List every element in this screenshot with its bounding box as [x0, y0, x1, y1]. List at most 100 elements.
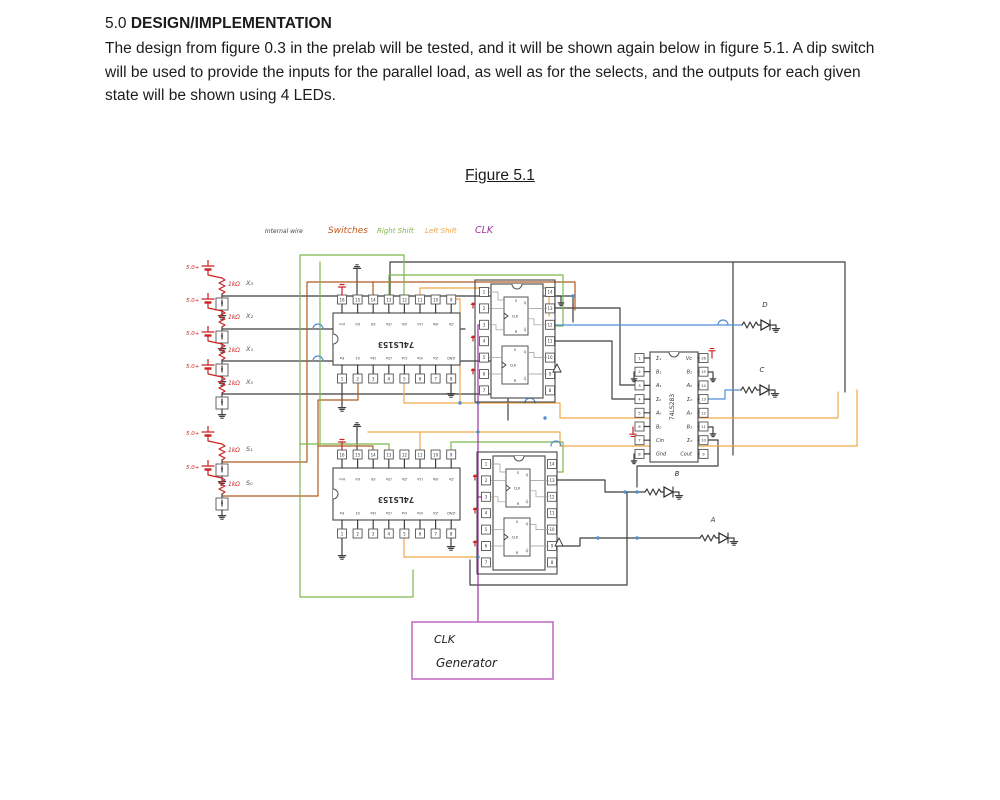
pin-number: 2 — [638, 369, 641, 374]
signal-label: X₂ — [245, 312, 253, 320]
legend-item-0: Internal wire — [265, 228, 303, 235]
pin-number: 4 — [388, 532, 391, 537]
section-heading: 5.0 DESIGN/IMPLEMENTATION — [105, 12, 897, 35]
clk-box-line2: Generator — [436, 656, 498, 670]
pin-number: 9 — [551, 544, 554, 549]
pin-box — [383, 528, 394, 539]
pin-label: A₃ — [686, 411, 692, 417]
pin-box — [399, 449, 410, 460]
arrow-symbol — [554, 536, 564, 547]
pin-label: A₀ — [655, 411, 661, 417]
pin-box — [446, 449, 457, 460]
pin-number: 14 — [547, 290, 553, 295]
legend-item-2: Right Shift — [377, 227, 414, 235]
pin-number: 15 — [355, 453, 361, 458]
wire-junction — [635, 536, 639, 540]
pin-number: 2 — [356, 377, 359, 382]
pin-number: 6 — [483, 372, 486, 377]
wire-junction — [635, 490, 639, 494]
pin-number: 8 — [450, 532, 453, 537]
q-label: Q — [526, 522, 529, 526]
pin-number: 8 — [549, 388, 552, 393]
pin-box — [415, 294, 425, 305]
chip-label: 74LS283 — [669, 394, 676, 420]
led-B: B — [644, 470, 684, 500]
resistor-label: 1kΩ — [228, 314, 240, 321]
pin-number: 14 — [371, 453, 377, 458]
clk-wedge — [503, 533, 509, 541]
pin-number: 5 — [485, 527, 488, 532]
pin-number: 1 — [485, 462, 488, 467]
pin-label: A₂ — [686, 383, 692, 389]
pin-label: Cout — [680, 452, 693, 458]
pin-number: 13 — [549, 478, 555, 483]
pin-number: 12 — [549, 494, 555, 499]
chip-label: 74LS153 — [378, 340, 414, 349]
clk-label: CLK — [514, 487, 521, 491]
pin-label: I2a — [386, 356, 392, 360]
clk-label: CLK — [512, 536, 519, 540]
wire-junction — [476, 430, 480, 434]
pin-box — [446, 373, 457, 384]
chip-mux2: 16Vcc1Ea15Eb2S114S03I3a13I3b4I2a12I2b5I1… — [332, 449, 461, 539]
pin-number: 1 — [341, 532, 344, 537]
pin-number: 7 — [434, 377, 437, 382]
pin-number: 3 — [485, 494, 488, 499]
legend-item-1: Switches — [328, 226, 368, 236]
resistor-label: 1kΩ — [228, 347, 240, 354]
pin-label: Σ₃ — [687, 438, 692, 444]
section-title: DESIGN/IMPLEMENTATION — [130, 15, 332, 32]
diode — [718, 531, 730, 545]
resistor-label: 1kΩ — [228, 447, 240, 454]
diode — [759, 383, 771, 397]
pin-box — [446, 528, 457, 539]
pin-label: Vcc — [339, 477, 345, 481]
pin-number: 8 — [638, 451, 641, 456]
pin-number: 9 — [702, 451, 705, 456]
clk-wedge — [503, 312, 509, 320]
pin-label: I1a — [402, 511, 408, 515]
pin-number: 11 — [549, 511, 555, 516]
pin-box — [415, 373, 425, 384]
pin-box — [383, 373, 394, 384]
pin-number: 3 — [372, 532, 375, 537]
resistor-label: 1kΩ — [228, 380, 240, 387]
pin-number: 16 — [701, 356, 706, 361]
pin-number: 5 — [403, 377, 406, 382]
pin-number: 2 — [483, 306, 486, 311]
pin-number: 7 — [434, 532, 437, 537]
qn-label: Q̄ — [524, 376, 527, 381]
pin-number: 1 — [638, 356, 641, 361]
pin-label: B₁ — [656, 370, 661, 376]
signal-label: X₁ — [245, 345, 253, 353]
document-text: 5.0 DESIGN/IMPLEMENTATION The design fro… — [105, 12, 897, 107]
pin-number: 13 — [386, 298, 392, 303]
section-number: 5.0 — [105, 15, 131, 32]
pin-number: 5 — [483, 355, 486, 360]
set-label: S — [517, 471, 519, 475]
legend-item-4: CLK — [475, 225, 494, 236]
set-label: S — [516, 520, 518, 524]
pin-box — [368, 373, 379, 384]
pin-number: 14 — [549, 462, 555, 467]
pin-number: 4 — [483, 339, 486, 344]
reset-label: R — [515, 330, 518, 334]
pin-label: GND — [447, 511, 455, 515]
pin-number: 3 — [483, 322, 486, 327]
led-C: C — [740, 366, 780, 398]
pin-number: 5 — [638, 410, 641, 415]
pin-number: 6 — [419, 532, 422, 537]
intro-paragraph: The design from figure 0.3 in the prelab… — [105, 40, 875, 104]
legend-item-3: Left Shift — [425, 227, 457, 235]
pin-label: I0b — [432, 322, 438, 326]
pin-number: 10 — [433, 453, 439, 458]
pin-number: 7 — [638, 438, 641, 443]
pin-label: I2a — [386, 511, 392, 515]
led-label: B — [675, 470, 680, 478]
wire-junction — [571, 294, 575, 298]
pin-number: 4 — [638, 397, 641, 402]
